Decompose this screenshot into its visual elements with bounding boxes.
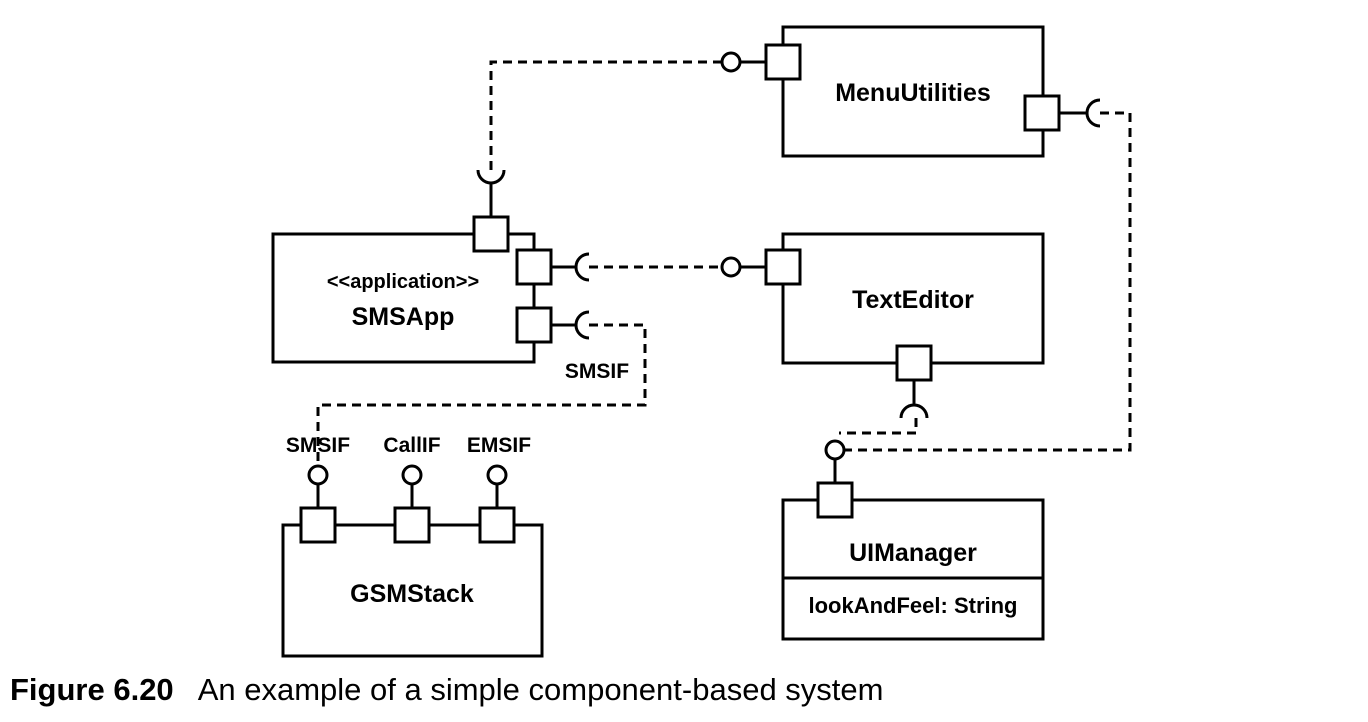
connector-texteditor-uimanager [839,418,918,435]
component-diagram: MenuUtilities <<application>> SMSApp Tex… [271,25,1132,658]
figure-number: Figure 6.20 [10,672,174,707]
uimanager-provided-lollipop [824,439,846,461]
gsmstack-smsif-label: SMSIF [286,434,350,457]
uimanager-port-provided [816,481,854,519]
connector-menuutilities-uimanager [839,111,1132,452]
menuutilities-port-provided [764,43,802,81]
smsapp-smsif-required-socket [574,310,590,340]
uimanager-name: UIManager [849,539,977,567]
smsapp-top-required-socket [476,169,506,185]
connectors [316,60,1132,462]
gsmstack-smsif-lollipop [307,464,329,486]
menuutilities-port-required [1023,94,1061,132]
connector-menuutilities-smsapp [489,60,722,170]
gsmstack-port-callif [393,506,431,544]
texteditor-required-socket [899,403,929,419]
menuutilities-component [781,25,1045,158]
connector-smsapp-gsmstack [316,323,647,462]
gsmstack-emsif-label: EMSIF [467,434,531,457]
smsapp-component [271,232,536,364]
gsmstack-port-smsif [299,506,337,544]
smsapp-texteditor-required-socket [574,252,590,282]
uimanager-attribute: lookAndFeel: String [809,593,1018,618]
smsapp-stereotype: <<application>> [327,271,479,293]
texteditor-port-required [895,344,933,382]
menuutilities-name: MenuUtilities [835,79,991,107]
texteditor-name: TextEditor [852,286,974,314]
figure-caption-text: An example of a simple component-based s… [197,672,884,707]
smsapp-required-interface-label: SMSIF [565,360,629,383]
uimanager-component [781,498,1045,641]
smsapp-port-right-lower [515,306,553,344]
texteditor-provided-lollipop [720,256,742,278]
smsapp-port-right-upper [515,248,553,286]
texteditor-port-provided [764,248,802,286]
smsapp-port-top [472,215,510,253]
gsmstack-name: GSMStack [350,580,474,608]
smsapp-name: SMSApp [352,303,455,331]
gsmstack-emsif-lollipop [486,464,508,486]
menuutilities-provided-lollipop [720,51,742,73]
menuutilities-required-socket [1085,98,1101,128]
gsmstack-callif-label: CallIF [383,434,440,457]
gsmstack-port-emsif [478,506,516,544]
figure-caption: Figure 6.20 An example of a simple compon… [10,672,883,708]
gsmstack-callif-lollipop [401,464,423,486]
